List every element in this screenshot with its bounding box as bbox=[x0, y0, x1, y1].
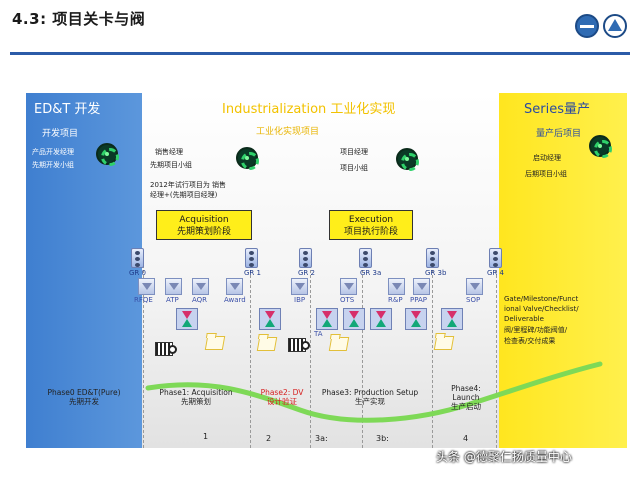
traffic-light-icon bbox=[426, 248, 439, 268]
valve-icon bbox=[316, 308, 338, 330]
valve-icon bbox=[405, 308, 427, 330]
phase-number: 4 bbox=[463, 434, 469, 443]
valve-icon bbox=[176, 308, 198, 330]
edt-role: 先期开发小组 bbox=[32, 161, 74, 169]
phase-divider bbox=[143, 250, 144, 448]
milestone-label: R&P bbox=[388, 296, 403, 304]
industrialization-title: Industrialization 工业化实现 bbox=[222, 102, 396, 117]
execution-phase-box: Execution 项目执行阶段 bbox=[329, 210, 413, 240]
company-logo-icon bbox=[603, 14, 627, 38]
milestone-icon bbox=[388, 278, 405, 295]
valve-icon bbox=[259, 308, 281, 330]
saic-logo-icon bbox=[575, 14, 599, 38]
traffic-light-icon bbox=[359, 248, 372, 268]
valve-icon bbox=[343, 308, 365, 330]
watermark: 头条 @德聚仁扬质量中心 bbox=[436, 450, 572, 464]
steering-wheel-icon bbox=[589, 135, 612, 158]
gate-label: GR 3a bbox=[360, 269, 382, 277]
phase-2-label: Phase2: DV 设计验证 bbox=[260, 388, 304, 406]
phase-1-label: Phase1: Acquisition 先期策划 bbox=[159, 388, 233, 406]
phase-3-label: Phase3: Production Setup 生产实现 bbox=[321, 388, 419, 406]
sales-role: 先期项目小组 bbox=[150, 161, 192, 169]
milestone-label: ATP bbox=[166, 296, 179, 304]
phase-divider bbox=[362, 250, 363, 448]
edt-role: 产品开发经理 bbox=[32, 148, 74, 156]
sales-role: 销售经理 bbox=[155, 148, 183, 156]
series-role: 启动经理 bbox=[533, 154, 561, 162]
milestone-icon bbox=[291, 278, 308, 295]
milestone-icon bbox=[192, 278, 209, 295]
milestone-icon bbox=[138, 278, 155, 295]
gate-label: GR 2 bbox=[298, 269, 315, 277]
legend-line: 检查表/交付成果 bbox=[504, 337, 556, 345]
phase-number: 1 bbox=[203, 432, 209, 441]
gate-label: GR 1 bbox=[244, 269, 261, 277]
traffic-light-icon bbox=[299, 248, 312, 268]
valve-icon bbox=[441, 308, 463, 330]
pilot-note: 经理+(先期项目经理) bbox=[150, 191, 218, 199]
series-subtitle: 量产后项目 bbox=[536, 129, 582, 139]
gate-label: GR 3b bbox=[425, 269, 447, 277]
phase-number: 3b: bbox=[376, 434, 389, 443]
milestone-label: AQR bbox=[192, 296, 208, 304]
milestone-icon bbox=[413, 278, 430, 295]
title-divider bbox=[10, 52, 630, 55]
milestone-label: OTS bbox=[340, 296, 355, 304]
phase-divider bbox=[310, 250, 311, 448]
edt-title: ED&T 开发 bbox=[34, 102, 101, 117]
gate-label: GR 4 bbox=[487, 269, 504, 277]
milestone-label: RFQE bbox=[134, 296, 153, 304]
milestone-label: PPAP bbox=[410, 296, 428, 304]
industrialization-subtitle: 工业化实现项目 bbox=[256, 127, 320, 137]
edt-subtitle: 开发项目 bbox=[42, 129, 79, 139]
traffic-light-icon bbox=[131, 248, 144, 268]
slide-title: 4.3: 项目关卡与阀 bbox=[12, 10, 146, 28]
milestone-icon bbox=[466, 278, 483, 295]
phase-divider bbox=[250, 250, 251, 448]
legend-line: Deliverable bbox=[504, 315, 544, 323]
traffic-light-icon bbox=[489, 248, 502, 268]
phase-0-label: Phase0 ED&T(Pure) 先期开发 bbox=[47, 388, 121, 406]
steering-wheel-icon bbox=[396, 148, 419, 171]
phase-divider bbox=[496, 250, 497, 448]
pm-role: 项目小组 bbox=[340, 164, 368, 172]
milestone-icon bbox=[226, 278, 243, 295]
series-role: 后期项目小组 bbox=[525, 170, 567, 178]
legend-line: Gate/Milestone/Funct bbox=[504, 295, 579, 303]
checklist-magnifier-icon bbox=[155, 340, 181, 360]
milestone-label: SOP bbox=[466, 296, 481, 304]
series-title: Series量产 bbox=[524, 102, 590, 117]
milestone-label: Award bbox=[224, 296, 246, 304]
gate-label: GR 0 bbox=[129, 269, 146, 277]
phase-number: 3a: bbox=[315, 434, 328, 443]
phase-4-label: Phase4: Launch 生产启动 bbox=[451, 384, 481, 411]
edt-panel bbox=[26, 93, 142, 448]
valve-label: TA bbox=[314, 330, 323, 338]
legend-line: 阀/里程碑/功能阀值/ bbox=[504, 326, 568, 334]
steering-wheel-icon bbox=[236, 147, 259, 170]
pilot-note: 2012年试行项目为 销售 bbox=[150, 181, 227, 189]
acquisition-phase-box: Acquisition 先期策划阶段 bbox=[156, 210, 252, 240]
traffic-light-icon bbox=[245, 248, 258, 268]
acquisition-label: Acquisition bbox=[179, 215, 229, 225]
pm-role: 项目经理 bbox=[340, 148, 368, 156]
steering-wheel-icon bbox=[96, 143, 119, 166]
valve-icon bbox=[370, 308, 392, 330]
legend-line: ional Valve/Checklist/ bbox=[504, 305, 579, 313]
milestone-label: IBP bbox=[294, 296, 306, 304]
execution-label: 项目执行阶段 bbox=[343, 227, 398, 237]
checklist-magnifier-icon bbox=[288, 336, 314, 356]
phase-number: 2 bbox=[266, 434, 272, 443]
industrialization-panel bbox=[142, 93, 499, 448]
acquisition-label: 先期策划阶段 bbox=[176, 227, 231, 237]
milestone-icon bbox=[340, 278, 357, 295]
phase-divider bbox=[432, 250, 433, 448]
execution-label: Execution bbox=[348, 215, 394, 225]
milestone-icon bbox=[165, 278, 182, 295]
